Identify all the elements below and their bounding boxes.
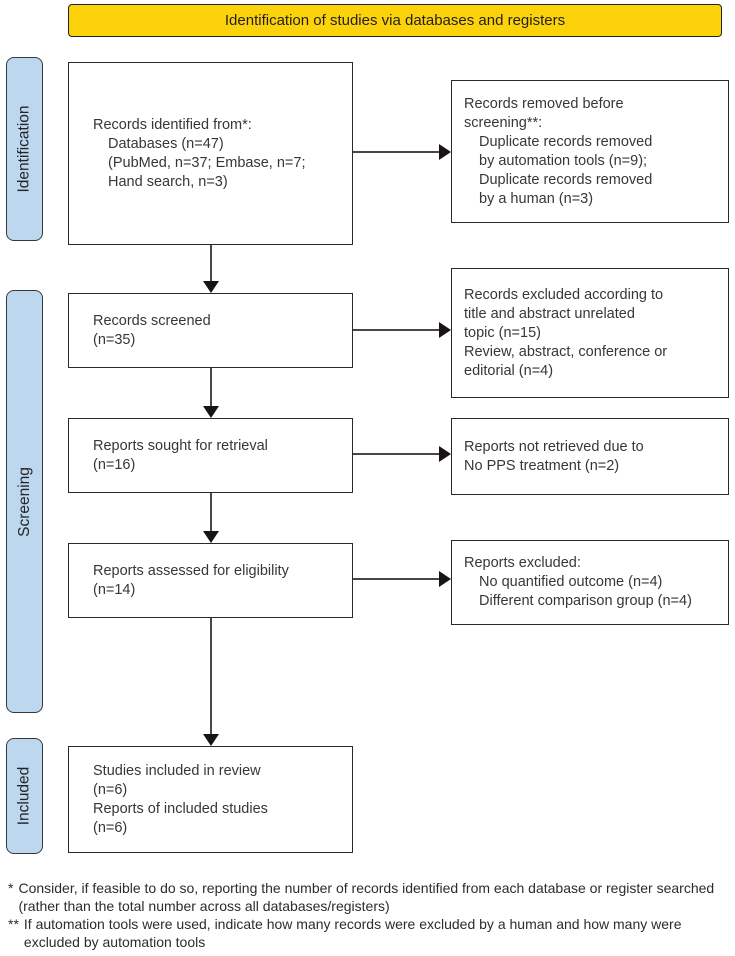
box-line: (n=6) bbox=[93, 819, 128, 836]
box-line: screening**: bbox=[464, 114, 543, 131]
arrow-assessed-to-reports-excluded bbox=[353, 578, 439, 580]
stage-screening: Screening bbox=[6, 290, 43, 713]
arrow-identified-to-screened bbox=[210, 245, 212, 283]
box-reports-excluded: Reports excluded: No quantified outcome … bbox=[451, 540, 729, 625]
arrowhead-down-icon bbox=[203, 406, 219, 418]
arrowhead-right-icon bbox=[439, 322, 451, 338]
box-reports-assessed: Reports assessed for eligibility (n=14) bbox=[68, 543, 353, 618]
box-studies-included: Studies included in review (n=6) Reports… bbox=[68, 746, 353, 853]
box-records-identified: Records identified from*: Databases (n=4… bbox=[68, 62, 353, 245]
banner-title: Identification of studies via databases … bbox=[68, 4, 722, 37]
arrowhead-down-icon bbox=[203, 281, 219, 293]
stage-identification: Identification bbox=[6, 57, 43, 241]
footnote-marker: ** bbox=[8, 916, 19, 932]
box-line: by automation tools (n=9); bbox=[479, 152, 648, 169]
box-line: Different comparison group (n=4) bbox=[479, 593, 692, 609]
box-line: (n=14) bbox=[93, 581, 136, 598]
stage-included: Included bbox=[6, 738, 43, 854]
footnote-text: Consider, if feasible to do so, reportin… bbox=[18, 880, 715, 914]
box-line: Review, abstract, conference or bbox=[464, 343, 668, 360]
box-line: Studies included in review bbox=[93, 762, 261, 779]
footnote-marker: * bbox=[8, 880, 14, 896]
box-line: Databases (n=47) bbox=[108, 135, 224, 152]
arrowhead-right-icon bbox=[439, 571, 451, 587]
stage-identification-label: Identification bbox=[15, 105, 33, 193]
arrow-screened-to-sought bbox=[210, 368, 212, 406]
box-reports-sought: Reports sought for retrieval (n=16) bbox=[68, 418, 353, 493]
box-line: Duplicate records removed bbox=[479, 171, 653, 188]
box-line: editorial (n=4) bbox=[464, 362, 554, 379]
box-records-screened: Records screened (n=35) bbox=[68, 293, 353, 368]
arrowhead-down-icon bbox=[203, 531, 219, 543]
box-reports-not-retrieved: Reports not retrieved due to No PPS trea… bbox=[451, 418, 729, 495]
arrow-assessed-to-included bbox=[210, 618, 212, 734]
arrow-screened-to-excluded bbox=[353, 329, 439, 331]
box-line: (n=35) bbox=[93, 331, 136, 348]
box-line: Reports sought for retrieval bbox=[93, 437, 268, 454]
box-line: title and abstract unrelated bbox=[464, 305, 635, 322]
footnote-text: If automation tools were used, indicate … bbox=[23, 916, 682, 950]
box-line: Duplicate records removed bbox=[479, 133, 653, 150]
box-line: Reports not retrieved due to bbox=[464, 438, 644, 455]
box-line: (n=16) bbox=[93, 456, 136, 473]
stage-screening-label: Screening bbox=[15, 466, 33, 537]
box-line: Reports excluded: bbox=[464, 555, 581, 571]
arrowhead-right-icon bbox=[439, 144, 451, 160]
footnotes: * Consider, if feasible to do so, report… bbox=[8, 880, 730, 952]
box-line: Reports assessed for eligibility bbox=[93, 562, 289, 579]
box-line: by a human (n=3) bbox=[479, 190, 594, 207]
footnote: * Consider, if feasible to do so, report… bbox=[8, 880, 730, 915]
arrow-identified-to-removed bbox=[353, 151, 439, 153]
stage-included-label: Included bbox=[15, 766, 33, 826]
arrowhead-down-icon bbox=[203, 734, 219, 746]
box-records-removed: Records removed before screening**: Dupl… bbox=[451, 80, 729, 223]
box-line: Records removed before bbox=[464, 95, 624, 112]
box-line: Records excluded according to bbox=[464, 286, 664, 303]
footnote: ** If automation tools were used, indica… bbox=[8, 916, 730, 951]
box-line: (n=6) bbox=[93, 781, 128, 798]
box-line: Records screened bbox=[93, 312, 211, 329]
box-line: Records identified from*: bbox=[93, 116, 252, 133]
box-line: topic (n=15) bbox=[464, 324, 541, 341]
box-records-excluded: Records excluded according to title and … bbox=[451, 268, 729, 398]
arrow-sought-to-not-retrieved bbox=[353, 453, 439, 455]
box-line: (PubMed, n=37; Embase, n=7; bbox=[108, 154, 306, 171]
arrowhead-right-icon bbox=[439, 446, 451, 462]
box-line: Reports of included studies bbox=[93, 800, 268, 817]
box-line: No quantified outcome (n=4) bbox=[479, 574, 663, 590]
box-line: No PPS treatment (n=2) bbox=[464, 457, 620, 474]
box-line: Hand search, n=3) bbox=[108, 173, 228, 190]
arrow-sought-to-assessed bbox=[210, 493, 212, 531]
